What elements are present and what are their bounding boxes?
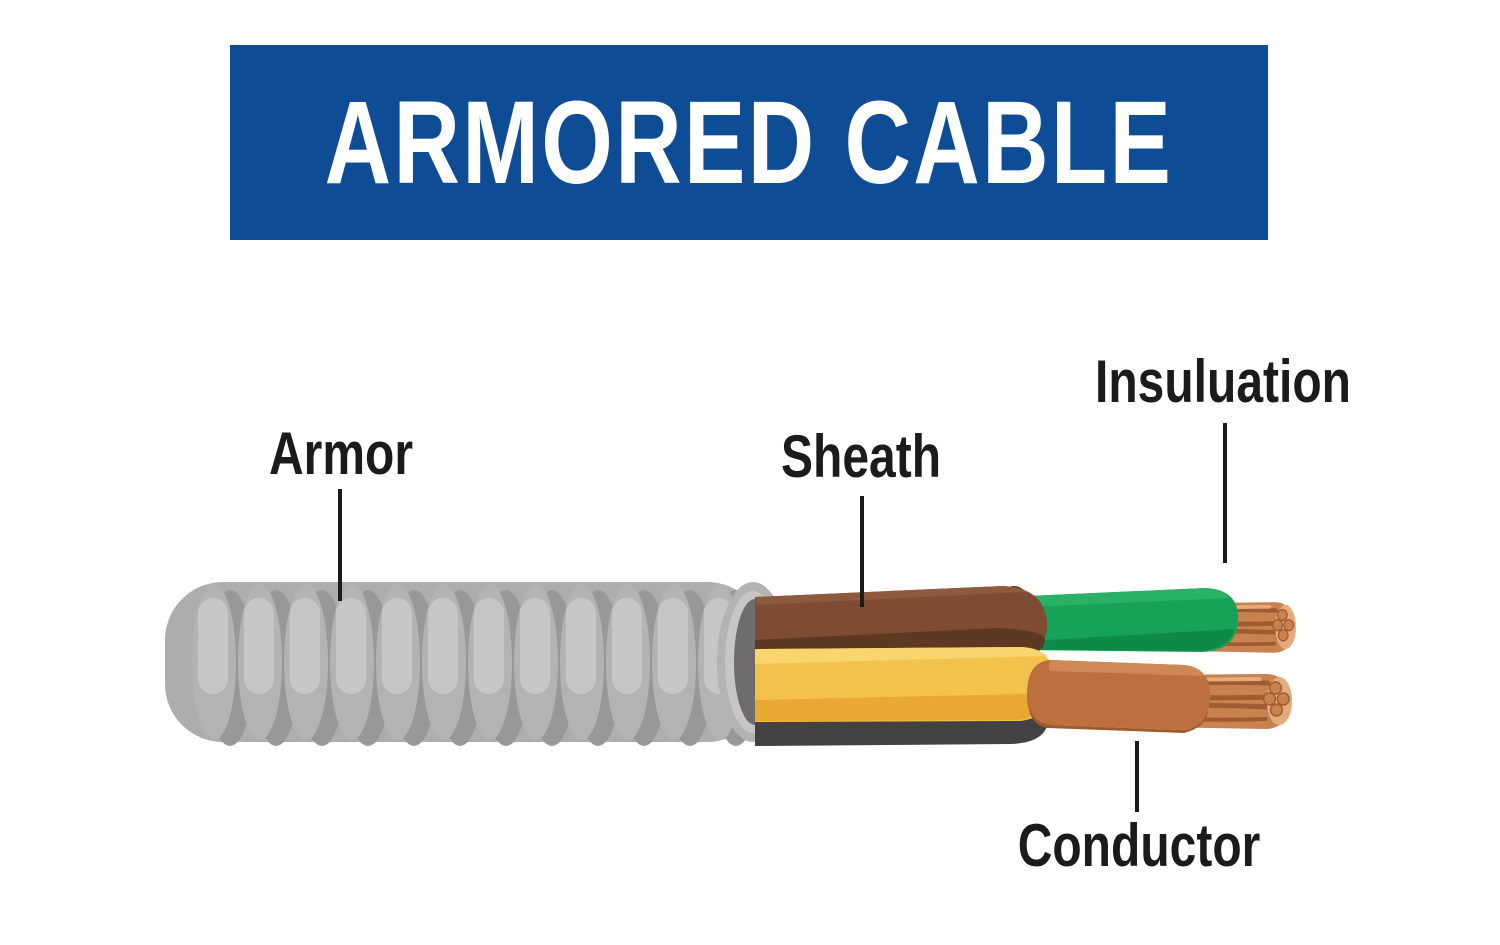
label-conductor: Conductor <box>1017 812 1261 879</box>
yellow-insulated-wire <box>755 647 1056 722</box>
green-insulated-wire <box>1028 588 1296 653</box>
label-insulation: Insuluation <box>1095 348 1351 415</box>
title-banner: ARMORED CABLE <box>230 45 1268 240</box>
page-title: ARMORED CABLE <box>324 76 1174 209</box>
label-sheath: Sheath <box>780 423 942 490</box>
bottom-conductor-wire <box>1026 660 1292 733</box>
wire-bundle <box>755 586 1296 746</box>
armor-spiral <box>165 582 789 746</box>
label-armor: Armor <box>268 420 414 487</box>
leader-lines <box>338 423 1227 812</box>
brown-sheath-wire <box>755 586 1048 660</box>
